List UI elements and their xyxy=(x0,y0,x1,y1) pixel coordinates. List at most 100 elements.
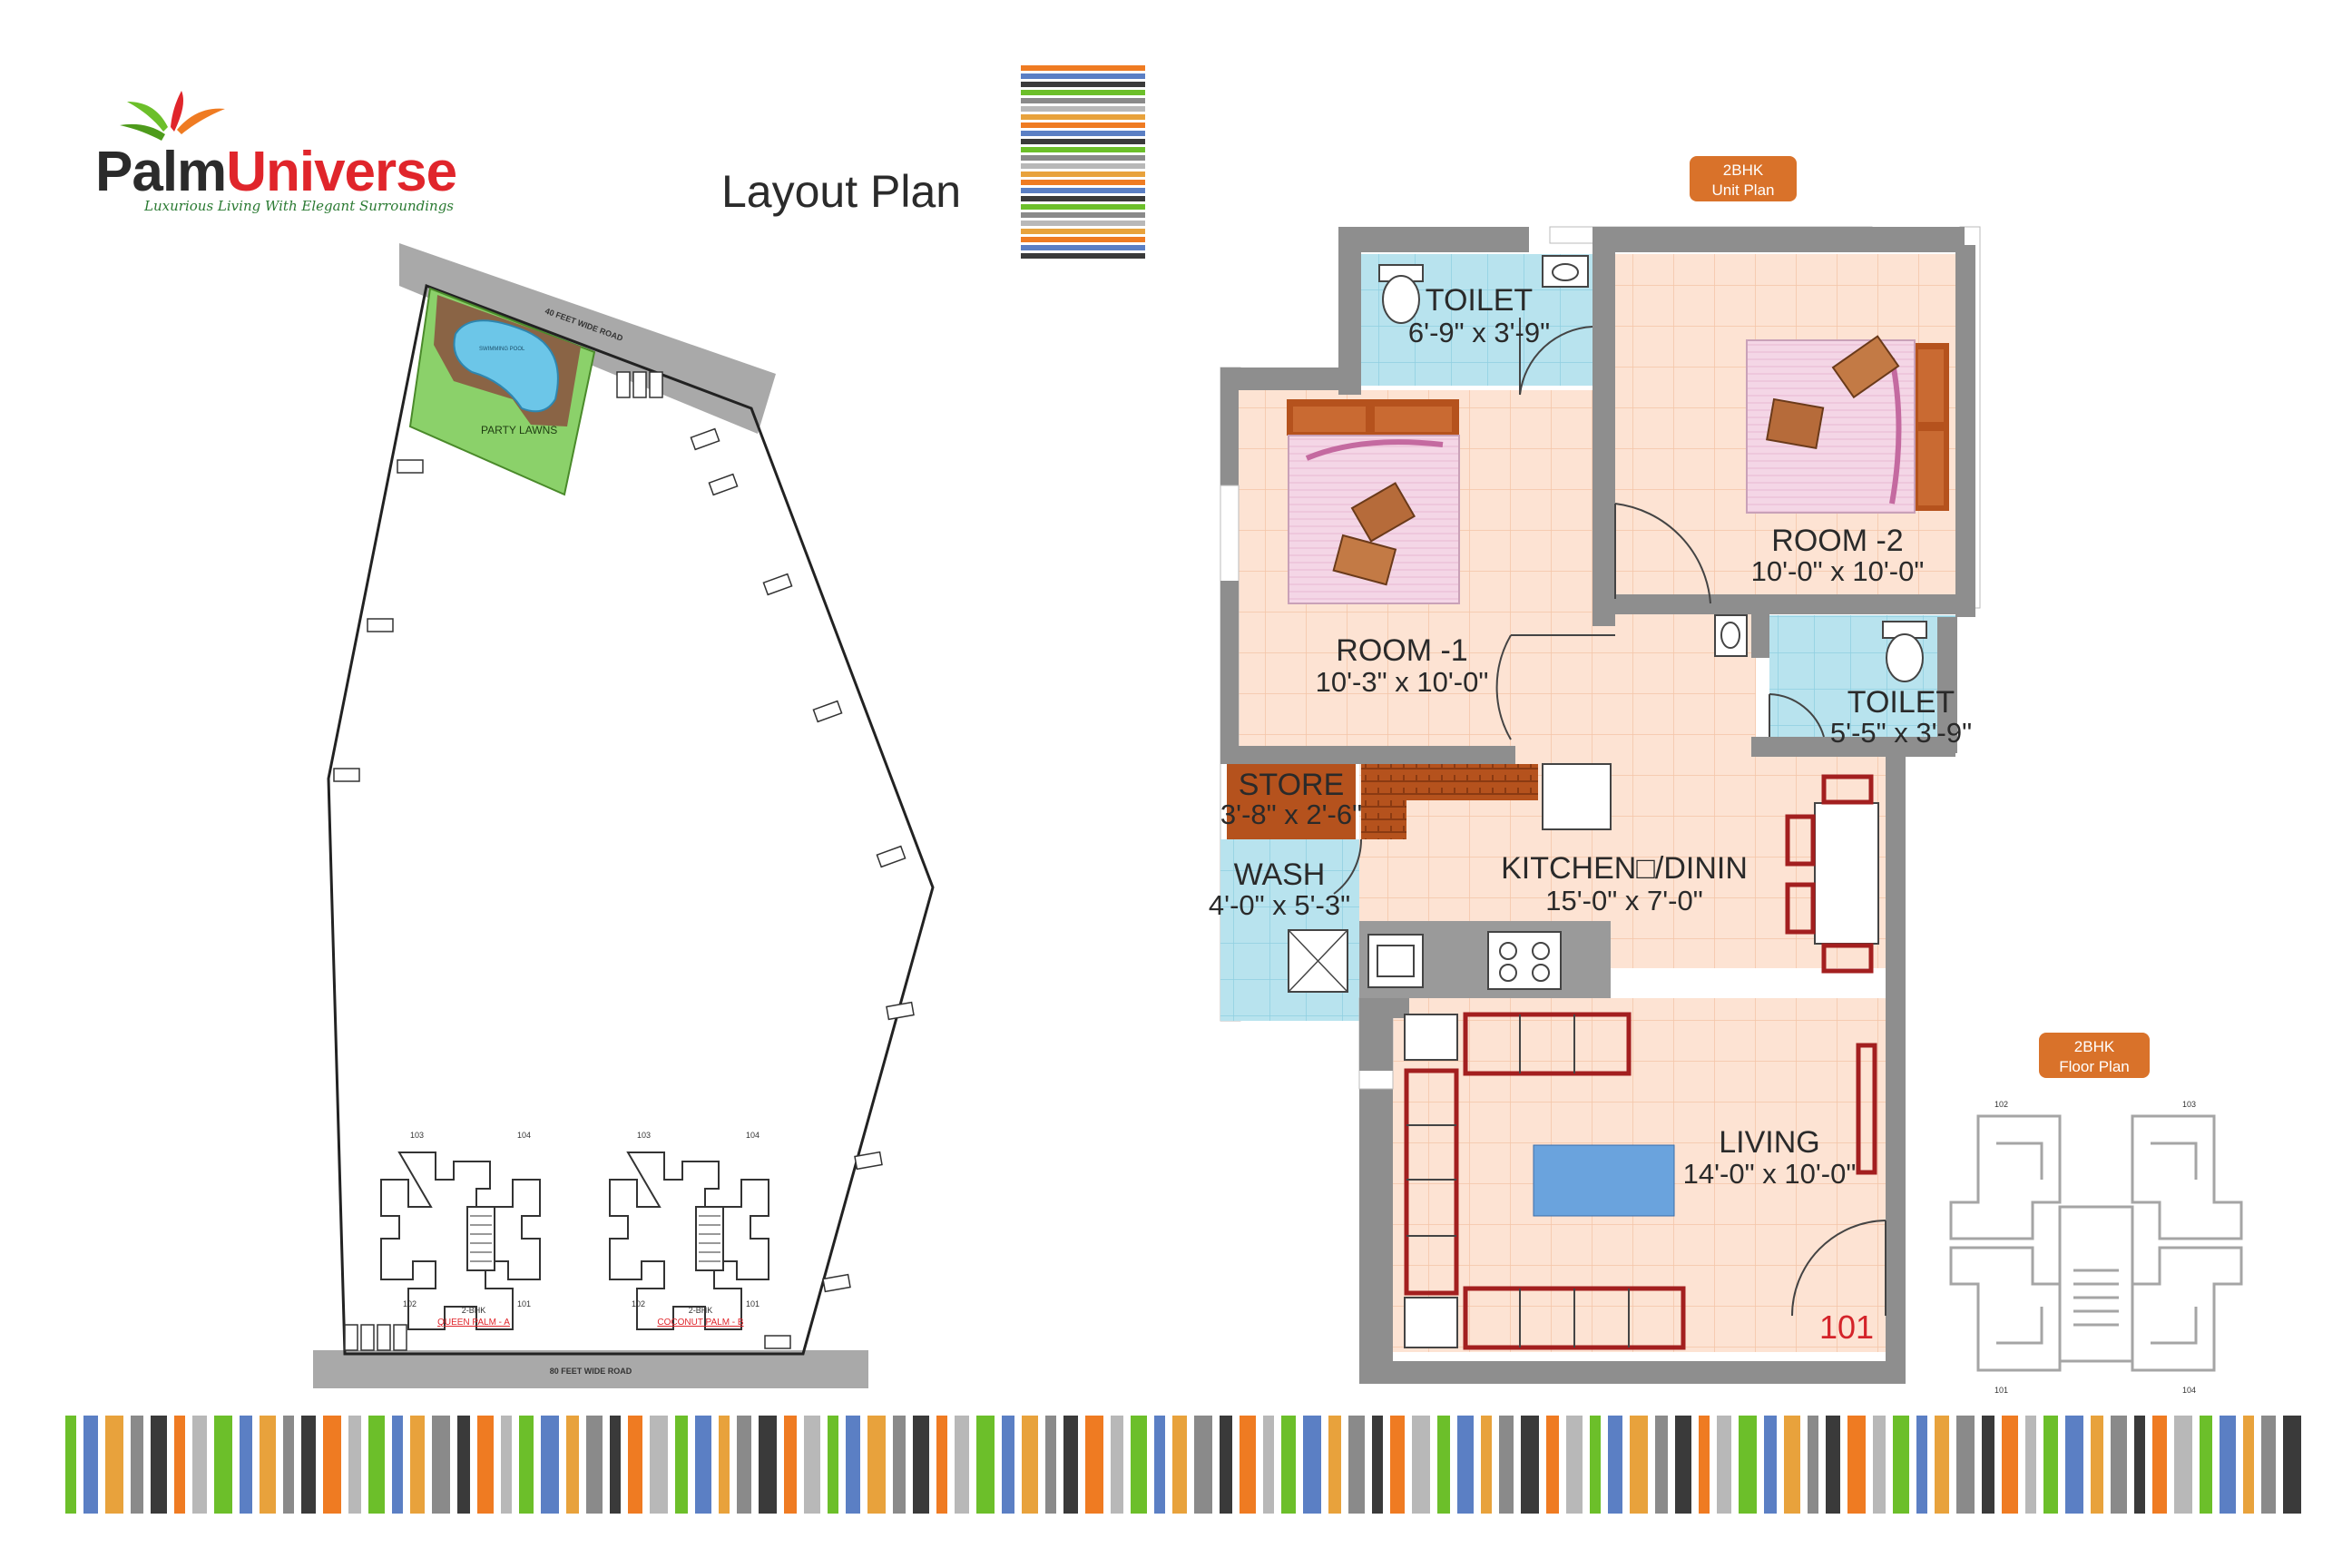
parking-bay xyxy=(690,427,720,451)
stripe xyxy=(1699,1416,1710,1514)
stripe xyxy=(1154,1416,1165,1514)
kitchen-counter-side xyxy=(1361,799,1406,839)
stripe xyxy=(1499,1416,1514,1514)
stripe xyxy=(2220,1416,2236,1514)
stripe xyxy=(1847,1416,1866,1514)
stripe xyxy=(2174,1416,2192,1514)
stripe xyxy=(1303,1416,1321,1514)
stripe xyxy=(675,1416,688,1514)
stripe xyxy=(1655,1416,1668,1514)
stripe xyxy=(477,1416,494,1514)
parking-bay xyxy=(616,371,631,398)
unit-plan-badge-line2: Unit Plan xyxy=(1712,181,1775,199)
store-room xyxy=(1227,764,1356,839)
dining-table xyxy=(1785,774,1879,974)
stripe xyxy=(501,1416,512,1514)
parking-bay xyxy=(886,1001,915,1021)
stripe xyxy=(2200,1416,2212,1514)
wash-dim: 4'-0" x 5'-3" xyxy=(1209,889,1350,921)
stripe xyxy=(913,1416,929,1514)
parking-bay xyxy=(360,1324,375,1351)
room-1-name: ROOM -1 xyxy=(1336,633,1467,668)
stripe xyxy=(1263,1416,1274,1514)
party-lawns-label: PARTY LAWNS xyxy=(481,424,557,436)
stripe xyxy=(105,1416,123,1514)
stripe xyxy=(695,1416,711,1514)
unit-number: 101 xyxy=(1819,1308,1874,1346)
brand-name-part2: Universe xyxy=(226,141,456,203)
block-a-name: QUEEN PALM - A xyxy=(437,1318,510,1328)
stripe xyxy=(348,1416,361,1514)
parking-bay xyxy=(333,768,360,782)
palm-leaf-icon xyxy=(120,91,225,141)
parking-bay xyxy=(649,371,663,398)
swatch-stripe xyxy=(1021,204,1145,210)
stripe xyxy=(1328,1416,1341,1514)
block-coconut-palm-b: 103 104 102 101 2-BHK COCONUT PALM - B xyxy=(609,1131,769,1330)
parking-bay xyxy=(812,700,843,723)
living-name: LIVING xyxy=(1719,1125,1819,1160)
floor-plan-badge-line2: Floor Plan xyxy=(2059,1058,2129,1075)
stripe xyxy=(457,1416,470,1514)
stripe xyxy=(1390,1416,1405,1514)
brand-tagline: Luxurious Living With Elegant Surroundin… xyxy=(143,198,454,214)
toilet-1-dim: 6'-9" x 3'-9" xyxy=(1408,317,1550,348)
mini-floor-plan xyxy=(1949,1114,2243,1372)
floor-plan-unit-101: 101 xyxy=(1994,1386,2008,1395)
stripe xyxy=(1240,1416,1256,1514)
stripe xyxy=(1457,1416,1474,1514)
swatch-stripe xyxy=(1021,163,1145,169)
kitchen-dim: 15'-0" x 7'-0" xyxy=(1545,885,1702,916)
swimming-pool-label: SWIMMING POOL xyxy=(479,347,525,352)
stripe xyxy=(1022,1416,1038,1514)
swatch-stripe xyxy=(1021,106,1145,112)
block-b-unit-102: 102 xyxy=(632,1299,645,1308)
stripe xyxy=(1739,1416,1757,1514)
stripe xyxy=(2283,1416,2301,1514)
bottom-stripe-band xyxy=(65,1416,2301,1514)
stripe xyxy=(1481,1416,1492,1514)
stripe xyxy=(368,1416,385,1514)
unit-plan-badge-line1: 2BHK xyxy=(1723,162,1764,179)
unit-plan-badge: 2BHK Unit Plan xyxy=(1690,156,1797,201)
site-plan: 40 FEET WIDE ROAD 80 FEET WIDE ROAD SWIM… xyxy=(313,243,935,1388)
stripe xyxy=(650,1416,668,1514)
stripe xyxy=(1826,1416,1840,1514)
svg-text:PalmUniverse: PalmUniverse xyxy=(95,141,456,203)
stripe xyxy=(1630,1416,1648,1514)
stripe xyxy=(586,1416,603,1514)
kitchen-counter-top xyxy=(1361,764,1538,800)
stripe xyxy=(260,1416,276,1514)
swatch-stripe xyxy=(1021,74,1145,79)
top-road xyxy=(399,243,776,434)
block-a-unit-101: 101 xyxy=(517,1299,531,1308)
block-b-unit-101: 101 xyxy=(746,1299,760,1308)
parking-bay xyxy=(764,1335,791,1349)
stripe xyxy=(2243,1416,2254,1514)
stripe xyxy=(628,1416,642,1514)
room-1-dim: 10'-3" x 10'-0" xyxy=(1316,666,1489,698)
stripe xyxy=(737,1416,751,1514)
parking-bay xyxy=(367,618,394,632)
stripe xyxy=(955,1416,969,1514)
floor-plan-unit-104: 104 xyxy=(2182,1386,2196,1395)
toilet-2-fixtures xyxy=(1714,614,1927,682)
stripe xyxy=(1085,1416,1103,1514)
kitchen-name: KITCHEN□/DININ xyxy=(1501,851,1748,886)
stripe xyxy=(1412,1416,1430,1514)
stripe xyxy=(1045,1416,1056,1514)
stripe xyxy=(410,1416,425,1514)
stripe xyxy=(1956,1416,1975,1514)
stripe xyxy=(214,1416,232,1514)
stripe xyxy=(867,1416,886,1514)
stripe xyxy=(1372,1416,1383,1514)
swatch-stripe xyxy=(1021,82,1145,87)
block-a-unit-104: 104 xyxy=(517,1131,531,1140)
fridge xyxy=(1542,763,1612,830)
swatch-stripe xyxy=(1021,147,1145,152)
site-boundary xyxy=(327,283,935,1356)
stripe xyxy=(2091,1416,2103,1514)
stripe xyxy=(283,1416,294,1514)
stripe xyxy=(1808,1416,1818,1514)
